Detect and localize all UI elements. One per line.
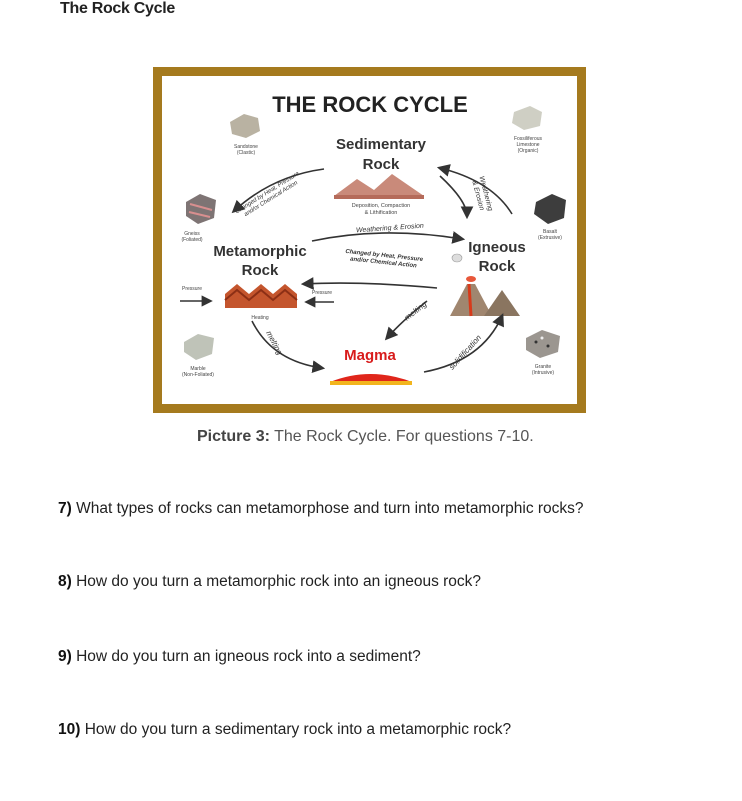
picture-caption: Picture 3: The Rock Cycle. For questions… xyxy=(197,428,534,446)
fossil-limestone-label-2: Limestone xyxy=(516,142,539,148)
weathering-center-label: Weathering & Erosion xyxy=(356,223,424,235)
sandstone-sample-image xyxy=(230,114,260,138)
question-number: 10) xyxy=(58,721,81,738)
pumice-sample-image xyxy=(451,253,463,263)
question-10: 10) How do you turn a sedimentary rock i… xyxy=(58,721,511,739)
magma-label: Magma xyxy=(344,347,396,364)
sandstone-label-1: Sandstone xyxy=(234,144,258,150)
question-8: 8) How do you turn a metamorphic rock in… xyxy=(58,573,481,591)
fossil-limestone-sample-image xyxy=(512,106,542,130)
fossil-limestone-label-1: Fossiliferous xyxy=(514,136,543,142)
metamorphic-label-2: Rock xyxy=(242,262,279,279)
granite-label-2: (Intrusive) xyxy=(532,370,555,376)
sedimentary-label-1: Sedimentary xyxy=(336,136,427,153)
question-text: How do you turn a metamorphic rock into … xyxy=(71,573,482,590)
sandstone-label-2: (Clastic) xyxy=(237,150,256,156)
sediment-layers-image xyxy=(334,174,424,199)
magma-pool-image xyxy=(330,374,412,385)
marble-label-2: (Non-Foliated) xyxy=(182,372,214,378)
question-text: What types of rocks can metamorphose and… xyxy=(71,500,584,517)
question-7: 7) What types of rocks can metamorphose … xyxy=(58,500,584,518)
igneous-label-1: Igneous xyxy=(468,239,526,256)
caption-label: Picture 3: xyxy=(197,428,270,445)
fossil-limestone-label-3: (Organic) xyxy=(518,148,539,154)
rock-cycle-diagram: THE ROCK CYCLE Sedimentary Rock Depositi… xyxy=(153,67,586,413)
rock-cycle-svg: THE ROCK CYCLE Sedimentary Rock Depositi… xyxy=(180,92,566,385)
folded-rock-image xyxy=(224,284,298,308)
marble-label-1: Marble xyxy=(190,366,206,372)
gneiss-label-2: (Foliated) xyxy=(181,237,202,243)
heating-label: Heating xyxy=(251,315,268,321)
question-number: 9) xyxy=(58,648,72,665)
granite-sample-image xyxy=(526,330,560,358)
question-number: 8) xyxy=(58,573,72,590)
deposition-label-2: & Lithification xyxy=(365,210,398,216)
document-title: The Rock Cycle xyxy=(60,0,175,17)
caption-text: The Rock Cycle. For questions 7-10. xyxy=(269,428,534,445)
igneous-label-2: Rock xyxy=(479,258,516,275)
pressure-center-label: Pressure xyxy=(312,290,332,296)
gneiss-sample-image xyxy=(186,194,216,224)
question-text: How do you turn an igneous rock into a s… xyxy=(71,648,421,665)
basalt-label-2: (Extrusive) xyxy=(538,235,562,241)
granite-label-1: Granite xyxy=(535,364,552,370)
sedimentary-label-2: Rock xyxy=(363,156,400,173)
deposition-label-1: Deposition, Compaction xyxy=(352,203,410,209)
pressure-left-label: Pressure xyxy=(182,286,202,292)
diagram-heading: THE ROCK CYCLE xyxy=(272,92,468,117)
gneiss-label-1: Gneiss xyxy=(184,231,200,237)
basalt-sample-image xyxy=(534,194,566,224)
question-number: 7) xyxy=(58,500,72,517)
heat-pressure-left-label-1: Changed by Heat, Pressure xyxy=(234,171,301,216)
question-text: How do you turn a sedimentary rock into … xyxy=(80,721,512,738)
marble-sample-image xyxy=(184,334,214,360)
solidification-label: solidification xyxy=(447,333,483,372)
metamorphic-label-1: Metamorphic xyxy=(213,243,306,260)
volcano-image xyxy=(450,276,520,317)
basalt-label-1: Basalt xyxy=(543,229,558,235)
question-9: 9) How do you turn an igneous rock into … xyxy=(58,648,421,666)
melting-center-label: melting xyxy=(403,299,429,322)
